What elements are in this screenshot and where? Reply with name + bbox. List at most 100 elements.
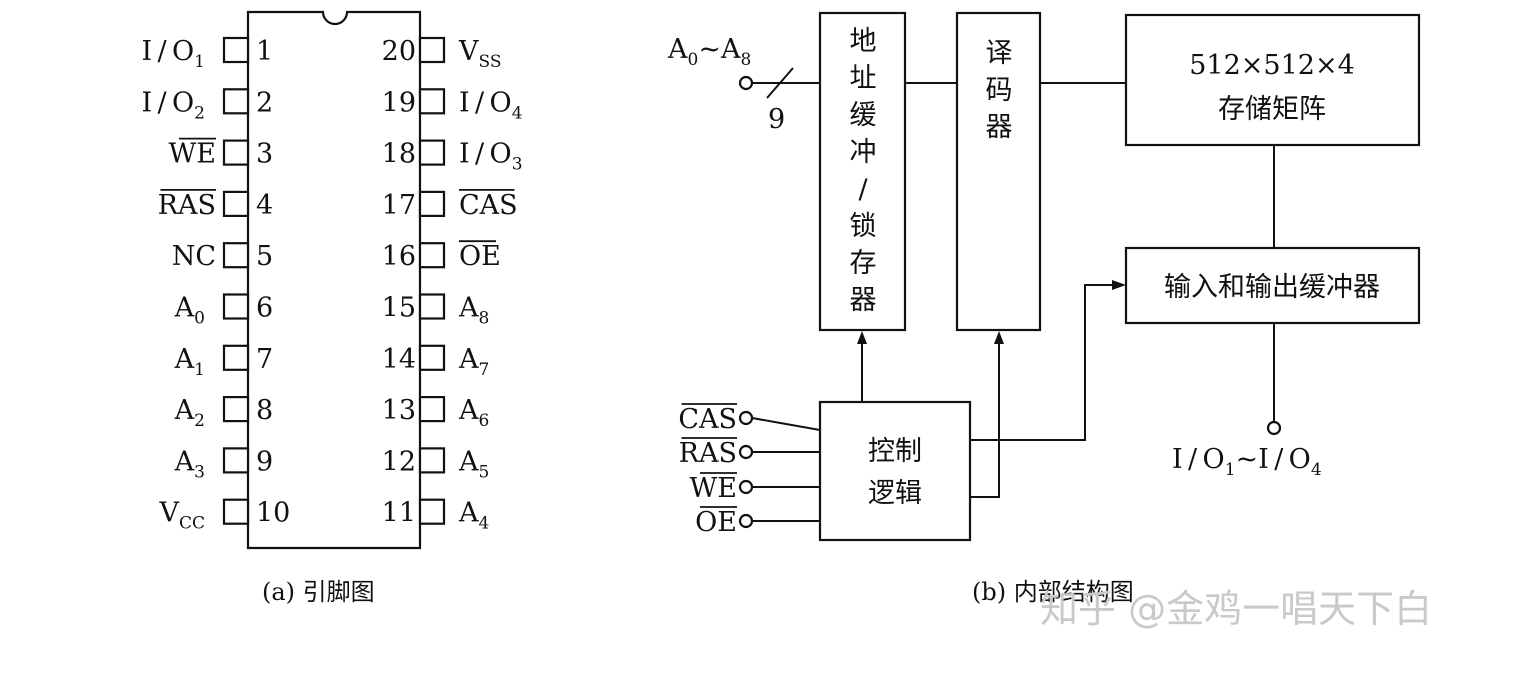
pin-pad-left: [222, 242, 250, 269]
pin-number: 18: [382, 139, 416, 170]
pin-label: A0: [174, 293, 205, 329]
pin-pad-left: [222, 139, 250, 166]
vertical-char: 缓: [850, 100, 877, 131]
pin-pad-right: [418, 190, 446, 217]
chip-body: [246, 10, 422, 550]
pin-number: 11: [382, 498, 416, 529]
pin-pad-left: [222, 36, 250, 64]
pin-number: 19: [382, 87, 416, 118]
pin-label: A6: [458, 395, 489, 431]
pin-pad-left: [222, 396, 250, 423]
pinout-caption: (a) 引脚图: [262, 578, 375, 606]
vertical-char: /: [858, 174, 868, 205]
control-input-terminal: [738, 479, 754, 495]
address-input-label: A0~A8: [667, 34, 751, 70]
pin-number: 12: [382, 446, 416, 477]
pin-pad-left: [222, 344, 250, 371]
pin-pad-right: [418, 242, 446, 269]
pin-label: I / O4: [459, 87, 523, 123]
bus-slash: [766, 67, 794, 99]
decoder-block: [955, 11, 1042, 332]
pin-pad-right: [418, 396, 446, 423]
control-input-terminal: [738, 410, 754, 426]
vertical-char: 译: [986, 38, 1013, 69]
pin-number: 6: [256, 293, 273, 324]
control-input-terminal: [738, 444, 754, 460]
vertical-char: 码: [986, 75, 1013, 106]
vertical-char: 地: [850, 26, 877, 57]
pin-number: 2: [256, 87, 273, 118]
pin-number: 9: [256, 446, 273, 477]
control-to-decoder-line: [970, 340, 1000, 498]
control-to-decoder-arrow: [994, 331, 1004, 344]
pin-label: I / O3: [459, 139, 523, 175]
bus-width-label: 9: [768, 104, 785, 135]
control-to-io-arrow: [1112, 280, 1126, 290]
pin-number: 5: [256, 241, 273, 272]
pin-pad-right: [418, 293, 446, 320]
storage-matrix-block: [1124, 13, 1421, 147]
pin-number: 20: [382, 36, 416, 67]
pin-label: VSS: [458, 36, 502, 72]
control-input-label: WE: [690, 473, 737, 504]
vertical-char: 器: [850, 285, 877, 316]
control-input-label: OE: [695, 507, 737, 538]
pin-pad-left: [222, 447, 250, 474]
pin-label: VCC: [158, 498, 205, 534]
pin-label: A5: [458, 446, 489, 482]
control-logic-label-line2: 逻辑: [868, 478, 922, 509]
control-logic-label-line1: 控制: [868, 436, 922, 467]
io-output-label: I / O1~I / O4: [1172, 444, 1322, 480]
address-buffer-latch-block: [818, 11, 907, 332]
pin-label: CAS: [459, 190, 518, 221]
structure-caption: (b) 内部结构图: [972, 578, 1134, 606]
vertical-char: 器: [986, 112, 1013, 143]
pin-number: 17: [382, 190, 416, 221]
vertical-char: 锁: [850, 211, 877, 242]
io-buffer-label: 输入和输出缓冲器: [1164, 272, 1380, 303]
pin-label: RAS: [158, 190, 216, 221]
pin-pad-right: [418, 88, 446, 115]
matrix-size-label: 512×512×4: [1189, 50, 1355, 81]
pin-label: I / O2: [141, 87, 205, 123]
pin-label: I / O1: [141, 36, 205, 72]
pin-pad-left: [222, 498, 250, 525]
pin-pad-left: [222, 293, 250, 320]
pin-label: A4: [458, 498, 489, 534]
control-to-buffer-arrow: [857, 331, 867, 344]
pin-label: NC: [172, 241, 216, 272]
vertical-char: 存: [850, 248, 877, 279]
pin-pad-right: [418, 447, 446, 474]
pin-number: 4: [256, 190, 273, 221]
control-input-terminal: [738, 513, 754, 529]
pin-label: A1: [174, 344, 205, 380]
pin-pad-left: [222, 190, 250, 217]
decoder-label: 译码器: [986, 38, 1013, 143]
pin-label: A2: [174, 395, 205, 431]
address-input-terminal: [738, 75, 754, 91]
pin-label: A7: [458, 344, 489, 380]
pin-number: 7: [256, 344, 273, 375]
pin-pad-right: [418, 139, 446, 166]
pin-number: 16: [382, 241, 416, 272]
control-logic-block: [818, 400, 972, 542]
pin-number: 3: [256, 139, 273, 170]
pin-label: OE: [459, 241, 501, 272]
pin-pad-left: [222, 88, 250, 115]
pin-number: 1: [256, 36, 273, 67]
control-input-line: [751, 417, 821, 431]
control-input-label: CAS: [678, 404, 737, 435]
pin-label: A8: [458, 293, 489, 329]
pin-number: 14: [382, 344, 416, 375]
pin-pad-right: [418, 36, 446, 64]
io-output-terminal: [1266, 420, 1282, 436]
vertical-char: 址: [850, 63, 877, 94]
matrix-name-label: 存储矩阵: [1218, 94, 1326, 125]
pin-label: WE: [169, 139, 216, 170]
